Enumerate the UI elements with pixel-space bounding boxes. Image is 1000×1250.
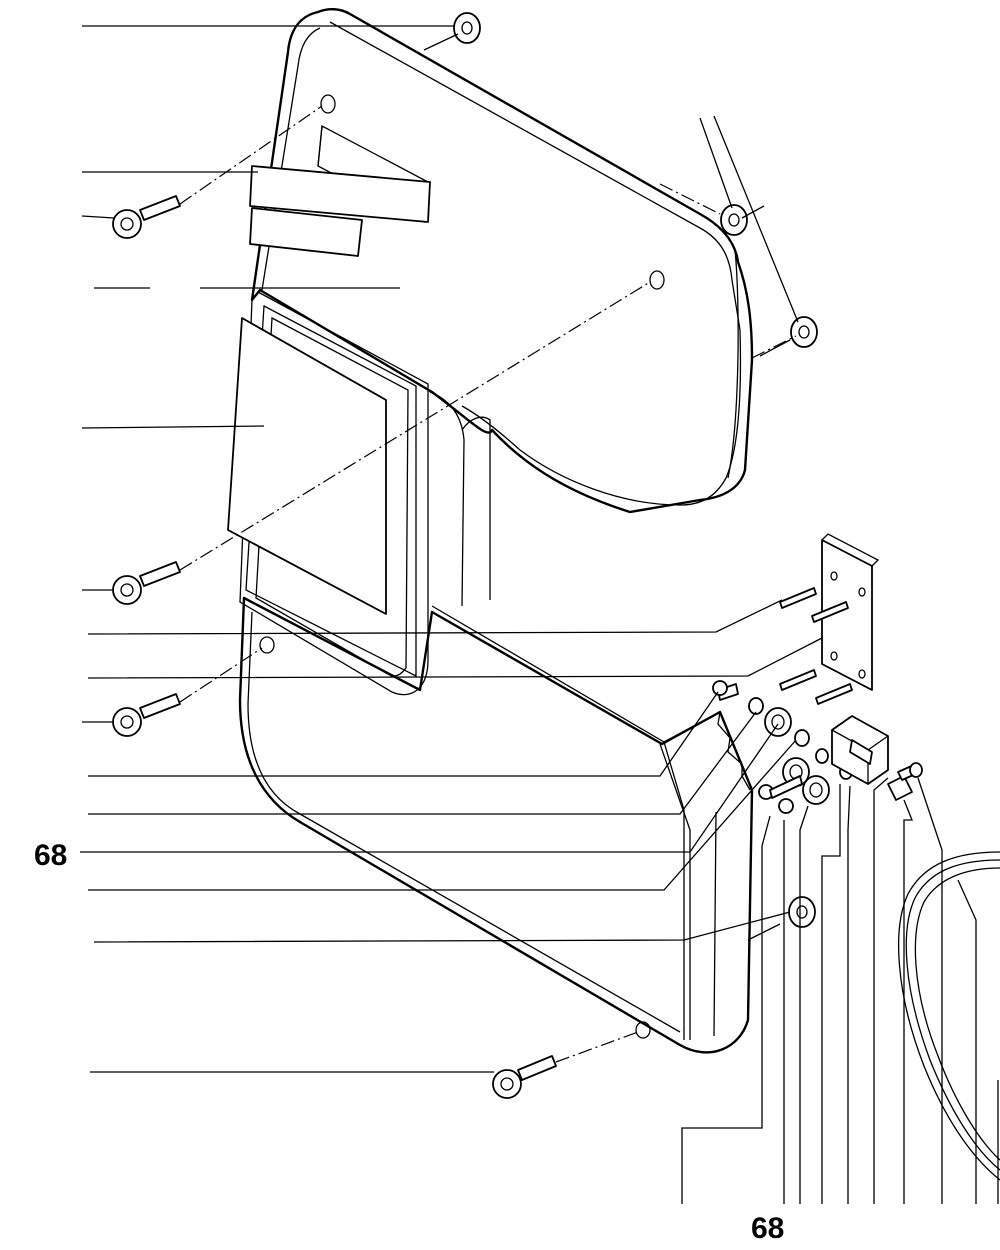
leader-lines-right [423,33,799,941]
small-screws [779,587,853,705]
washer-top [453,12,481,44]
guide-block [831,715,923,801]
screw-1 [112,195,181,239]
leader-lines-bottom [681,777,999,1204]
callout-68-bottom: 68 [751,1212,784,1245]
upper-wheel-cover [250,8,754,607]
label-decals [249,165,431,257]
screw-4 [492,1055,557,1099]
washer-right-lower [790,316,818,348]
guide-bracket-plate [821,533,880,691]
callout-68-left: 68 [34,839,67,872]
saw-blade [898,851,1000,1181]
window-plate [227,317,387,615]
centerlines [179,105,797,1063]
screw-2 [112,561,181,605]
lower-wheel-cover [238,596,754,1054]
screw-3 [112,693,181,737]
guide-bearings [712,680,853,814]
leader-lines-left [80,25,823,1073]
washer-right-upper [720,204,748,236]
washer-lower-right [788,896,816,928]
